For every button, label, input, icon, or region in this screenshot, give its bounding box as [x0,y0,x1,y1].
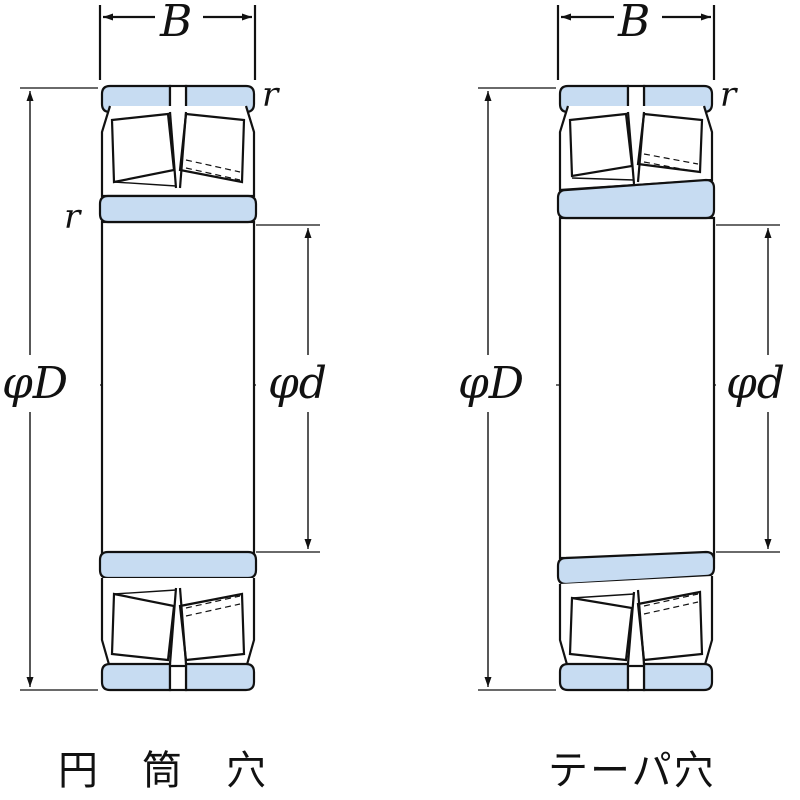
width-label: B [159,0,192,47]
top-bearing-section [98,84,258,224]
outer-diameter-label: φD [2,358,68,409]
bore-diameter-dimension [256,224,320,553]
width-dimension [556,5,716,80]
fillet-label-left: r [64,197,82,237]
fillet-label-top: r [262,75,280,115]
outer-diameter-label: φD [458,358,524,409]
tapered-bore-drawing [478,5,780,692]
bore-diameter-label: φd [726,358,785,409]
tapered-bore-caption: テーパ穴 [548,748,716,794]
bore-outline [100,220,256,556]
width-label: B [617,0,650,47]
cylindrical-bore-drawing [20,5,320,692]
outer-diameter-dimension [20,87,98,691]
width-dimension [98,5,257,80]
bore-outline [558,216,716,560]
bottom-bearing-section [556,550,716,692]
fillet-label-top: r [720,75,738,115]
bore-diameter-dimension [716,224,780,553]
bottom-bearing-section [98,550,258,692]
cylindrical-bore-caption: 円 筒 穴 [58,748,268,794]
outer-diameter-dimension [478,87,556,691]
bore-diameter-label: φd [268,358,327,409]
top-bearing-section [556,84,716,220]
